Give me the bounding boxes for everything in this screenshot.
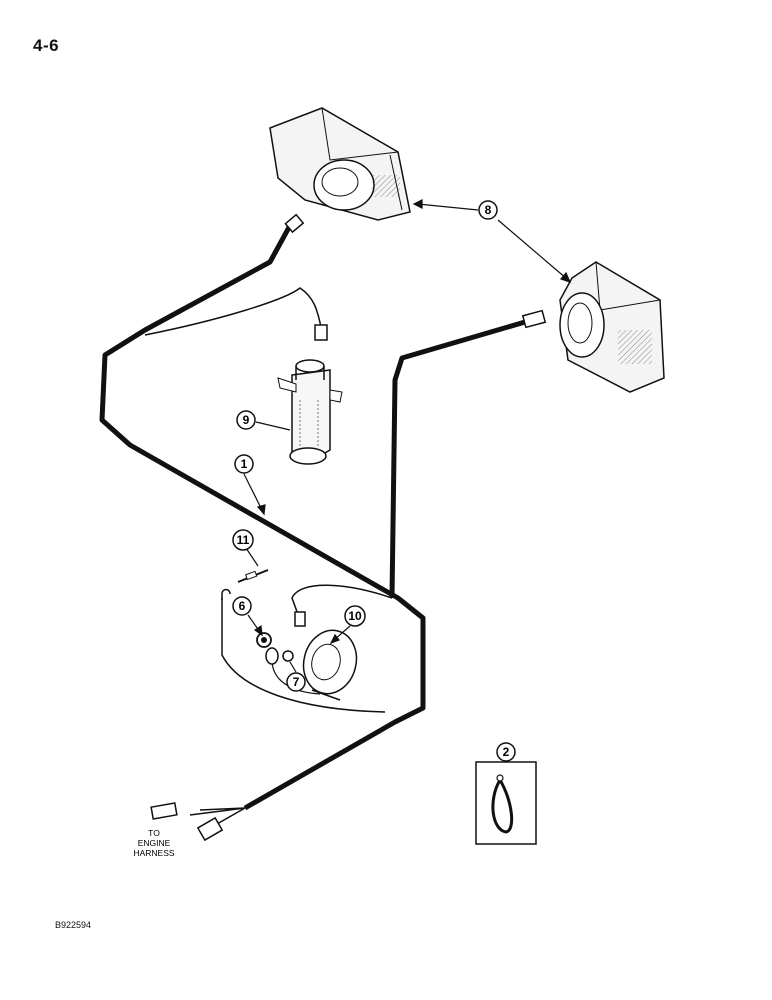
- svg-text:7: 7: [293, 675, 300, 689]
- callout-10: 10: [344, 605, 366, 627]
- main-harness: [99, 218, 426, 811]
- svg-text:ENGINE: ENGINE: [138, 838, 171, 848]
- ring-terminal: [265, 647, 279, 665]
- callout-2: 2: [496, 742, 516, 762]
- svg-text:6: 6: [239, 599, 246, 613]
- svg-text:11: 11: [237, 533, 250, 547]
- terminal-pin: [237, 569, 269, 583]
- callout-7: 7: [286, 672, 306, 692]
- svg-text:1: 1: [241, 457, 248, 471]
- figure-code: B922594: [55, 920, 92, 930]
- engine-harness-connectors: [150, 802, 246, 842]
- upper-connector: [284, 213, 305, 234]
- horn-wire: [291, 584, 393, 621]
- lamp-branch-harness: [389, 319, 526, 599]
- svg-text:HARNESS: HARNESS: [133, 848, 174, 858]
- callout-8: 8: [478, 200, 498, 220]
- pigtail-connector: [314, 324, 328, 341]
- page-number: 4-6: [33, 36, 60, 55]
- callout-6: 6: [232, 596, 252, 616]
- svg-text:8: 8: [485, 203, 492, 217]
- horn-connector: [294, 611, 306, 627]
- switch-assembly: [277, 359, 343, 465]
- callout-11: 11: [232, 529, 254, 551]
- horn: [302, 629, 358, 701]
- svg-text:9: 9: [243, 413, 250, 427]
- svg-text:10: 10: [348, 609, 362, 623]
- ground-eyelet: [221, 588, 231, 600]
- clamp-box: [475, 761, 537, 845]
- ring-terminal-wire: [271, 659, 321, 695]
- callout-1: 1: [234, 454, 254, 474]
- right-lamp: [559, 261, 665, 393]
- svg-text:2: 2: [503, 745, 510, 759]
- upper-pigtail: [144, 287, 323, 336]
- lock-washer: [282, 650, 294, 662]
- leader-lines: [243, 199, 572, 762]
- ground-wire: [221, 598, 386, 713]
- lamp-connector: [521, 309, 547, 329]
- svg-text:TO: TO: [148, 828, 160, 838]
- callout-9: 9: [236, 410, 256, 430]
- upper-lamp: [269, 107, 411, 221]
- engine-harness-label: TO ENGINE HARNESS: [133, 828, 174, 858]
